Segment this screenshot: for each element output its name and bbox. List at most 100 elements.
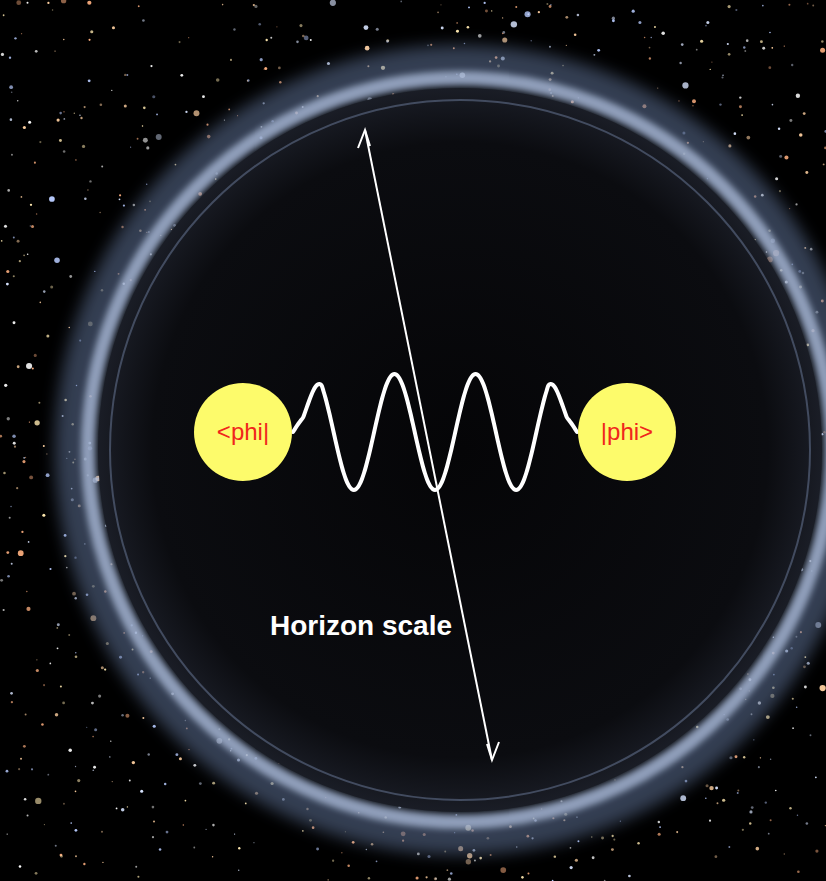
star xyxy=(28,121,31,124)
star xyxy=(502,31,505,34)
star xyxy=(80,117,82,119)
star xyxy=(515,6,517,8)
star xyxy=(111,90,112,91)
star xyxy=(0,435,2,438)
star xyxy=(112,781,113,782)
star xyxy=(737,792,739,794)
star xyxy=(29,475,33,479)
star xyxy=(327,879,329,881)
star xyxy=(565,16,568,19)
star xyxy=(1,53,4,56)
star xyxy=(706,784,709,787)
star xyxy=(26,363,32,369)
star xyxy=(212,856,213,857)
star xyxy=(491,10,492,11)
star xyxy=(425,876,427,878)
star xyxy=(784,155,788,159)
star xyxy=(35,798,41,804)
star xyxy=(32,367,34,369)
star xyxy=(815,849,818,852)
star xyxy=(40,302,42,304)
star xyxy=(276,26,277,27)
star xyxy=(737,789,739,791)
star xyxy=(696,49,698,51)
star xyxy=(86,727,87,728)
star xyxy=(82,145,85,148)
star xyxy=(500,867,506,873)
star xyxy=(185,800,187,802)
star xyxy=(26,607,30,611)
star xyxy=(299,24,302,27)
star xyxy=(746,39,749,42)
star xyxy=(101,666,104,669)
star xyxy=(591,836,592,837)
star xyxy=(54,50,55,51)
star xyxy=(138,5,140,7)
star xyxy=(577,14,580,17)
star xyxy=(3,609,5,611)
star xyxy=(140,790,143,793)
star xyxy=(183,824,185,826)
star xyxy=(119,198,121,200)
star xyxy=(679,62,681,64)
star xyxy=(59,112,62,115)
star xyxy=(152,806,155,809)
star xyxy=(11,563,13,565)
star xyxy=(721,76,723,78)
star xyxy=(416,877,419,880)
star xyxy=(0,579,3,582)
star xyxy=(23,126,26,129)
star xyxy=(98,695,101,698)
star xyxy=(41,723,44,726)
star xyxy=(661,31,665,35)
star xyxy=(739,96,741,98)
star xyxy=(521,876,524,879)
star xyxy=(485,9,488,12)
star xyxy=(549,5,552,8)
star xyxy=(101,831,103,833)
star xyxy=(12,435,15,438)
star xyxy=(741,114,743,116)
star xyxy=(69,275,72,278)
star xyxy=(592,856,595,859)
star xyxy=(815,776,817,778)
star xyxy=(743,46,745,48)
star xyxy=(502,37,507,42)
star xyxy=(28,541,30,543)
star xyxy=(159,848,162,851)
star xyxy=(30,204,32,206)
star xyxy=(19,865,22,868)
star xyxy=(806,344,809,347)
star xyxy=(156,134,162,140)
star xyxy=(100,103,103,106)
star xyxy=(796,707,798,709)
star xyxy=(13,442,16,445)
star xyxy=(68,634,70,636)
star xyxy=(749,822,751,824)
star xyxy=(637,842,639,844)
star xyxy=(789,119,792,122)
star xyxy=(467,26,470,29)
star xyxy=(327,62,330,65)
star xyxy=(365,46,370,51)
star xyxy=(659,826,661,828)
wavy-propagator xyxy=(293,374,577,490)
star xyxy=(18,550,24,556)
star xyxy=(368,877,370,879)
star xyxy=(21,196,23,198)
star xyxy=(171,229,172,230)
star xyxy=(779,190,781,192)
star xyxy=(649,57,651,59)
star xyxy=(502,17,503,18)
star xyxy=(710,69,711,70)
star xyxy=(132,761,135,764)
state-label: <phi| xyxy=(217,418,269,446)
star xyxy=(820,48,825,53)
star xyxy=(61,0,66,3)
star xyxy=(14,446,16,448)
star xyxy=(739,105,742,108)
star xyxy=(112,26,115,29)
star xyxy=(147,753,149,755)
star xyxy=(474,859,476,861)
